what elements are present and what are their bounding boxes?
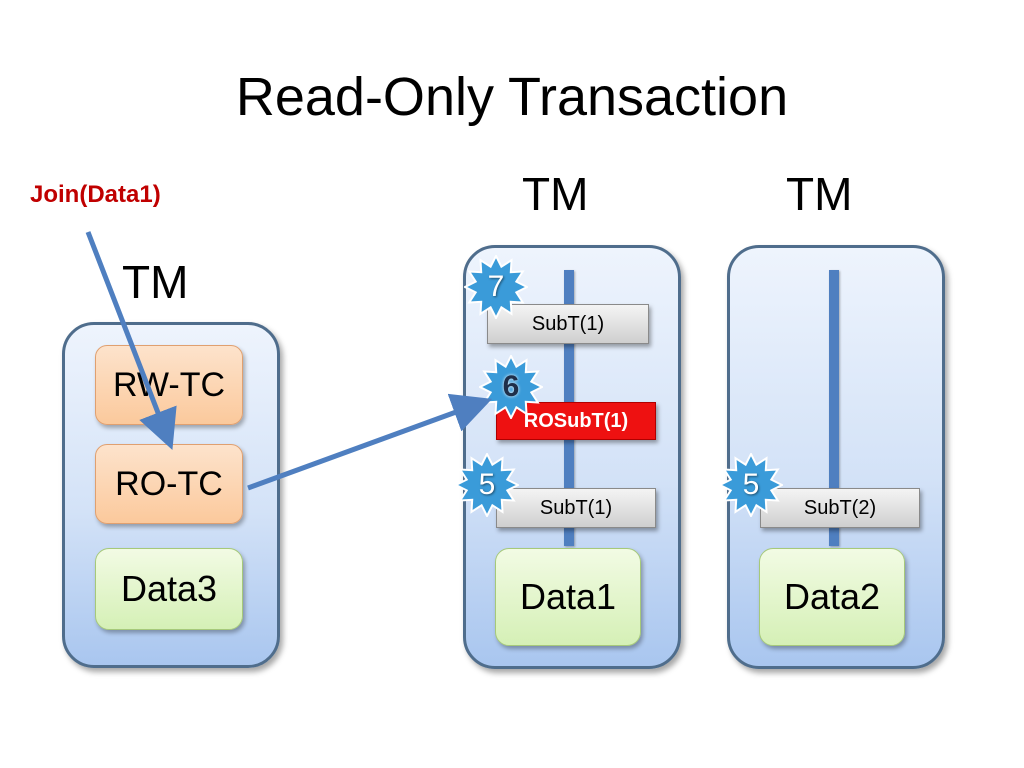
step-number: 6 xyxy=(502,370,520,403)
step-number: 5 xyxy=(478,468,496,501)
tm-label-left: TM xyxy=(122,256,189,308)
tm-label-middle: TM xyxy=(522,168,589,220)
step-star-6-icon: 6 xyxy=(479,355,543,419)
step-star-5-icon: 5 xyxy=(455,453,519,517)
ro-tc-to-rosubt-arrow xyxy=(247,393,493,491)
ro-tc-box: RO-TC xyxy=(95,444,243,524)
timeline-right xyxy=(829,270,839,546)
join-label: Join(Data1) xyxy=(30,181,161,208)
subt-box-7: SubT(1) xyxy=(487,304,649,344)
step-star-7-icon: 7 xyxy=(464,255,528,319)
star-burst-icon xyxy=(464,255,528,319)
subt-box-2: SubT(2) xyxy=(760,488,920,528)
step-star-5-right-icon: 5 xyxy=(719,453,783,517)
star-burst-icon xyxy=(479,355,543,419)
slide-title: Read-Only Transaction xyxy=(235,67,789,127)
step-number: 7 xyxy=(487,270,505,303)
data3-box: Data3 xyxy=(95,548,243,630)
step-number: 5 xyxy=(742,468,760,501)
star-burst-icon xyxy=(719,453,783,517)
data2-box: Data2 xyxy=(759,548,905,646)
data1-box: Data1 xyxy=(495,548,641,646)
rw-tc-box: RW-TC xyxy=(95,345,243,425)
tm-label-right: TM xyxy=(786,168,853,220)
subt-box-5: SubT(1) xyxy=(496,488,656,528)
